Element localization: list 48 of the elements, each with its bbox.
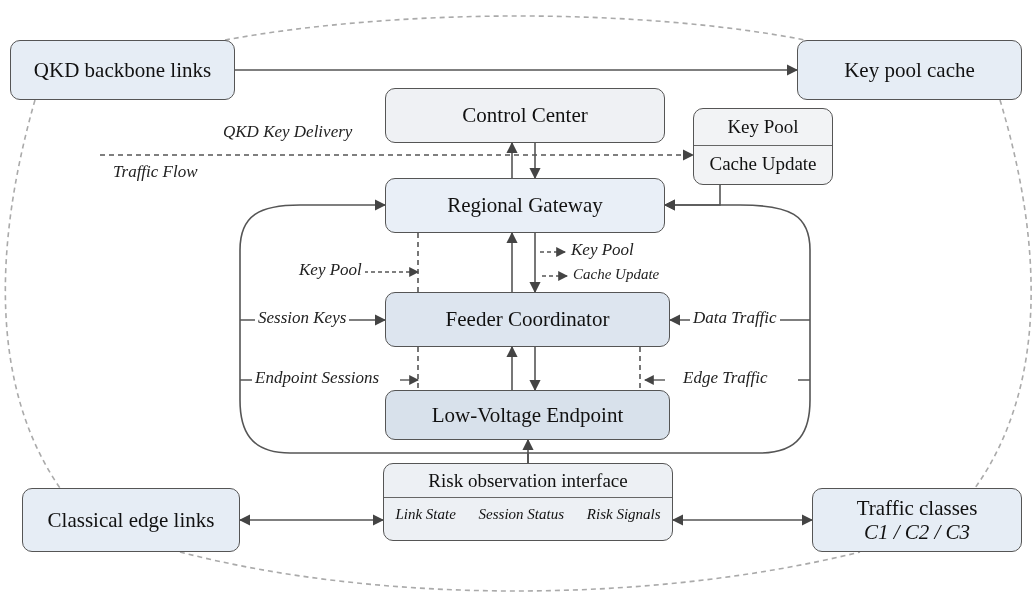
signal-text: Link State [395, 505, 456, 523]
arrow [522, 438, 534, 464]
arrow [506, 345, 518, 391]
arrow [529, 142, 541, 180]
process-box [385, 390, 670, 440]
node-subtext: C1 / C2 / C3 [863, 520, 971, 545]
process-box [385, 88, 665, 143]
process-box [383, 463, 673, 541]
process-box [10, 40, 235, 100]
arrow [529, 346, 541, 392]
node-text: Traffic classes [856, 495, 978, 520]
flow-label: Key Pool [568, 240, 637, 260]
arrow [238, 514, 385, 526]
flow-label: Key Pool [296, 260, 365, 280]
flow-label: Edge Traffic [680, 368, 771, 388]
arrow [671, 514, 814, 526]
process-box [385, 292, 670, 347]
node-text: Low-Voltage Endpoint [431, 402, 624, 428]
edge-label: Data Traffic [690, 308, 780, 328]
signal-text: Risk Signals [586, 505, 661, 523]
process-box [812, 488, 1022, 552]
process-box [797, 40, 1022, 100]
node-text: Control Center [462, 103, 588, 128]
arrow [506, 141, 518, 179]
section-text: Cache Update [694, 144, 832, 182]
dashed-connector [639, 346, 641, 391]
node-text: Key pool cache [844, 57, 975, 83]
arrow [506, 231, 518, 293]
arrow [234, 64, 799, 76]
process-box [385, 178, 665, 233]
node-text: Feeder Coordinator [445, 307, 610, 332]
dashed-connector [417, 346, 419, 391]
dashed-connector [99, 149, 695, 161]
node-text: Regional Gateway [447, 193, 603, 218]
dashed-connector [4, 99, 61, 489]
edge-label: QKD Key Delivery [220, 122, 356, 142]
signal-text: Session Status [478, 505, 565, 523]
arrow [529, 232, 541, 294]
node-text: QKD backbone links [33, 57, 212, 83]
dashed-connector [974, 99, 1032, 489]
section-title: Key Pool [726, 115, 800, 139]
dashed-connector [417, 232, 419, 293]
process-box [693, 108, 833, 185]
dashed-connector [224, 15, 806, 41]
process-box [22, 488, 240, 552]
node-text: Classical edge links [47, 507, 215, 533]
box-title: Risk observation interface [384, 464, 672, 498]
dashed-connector [179, 551, 861, 592]
